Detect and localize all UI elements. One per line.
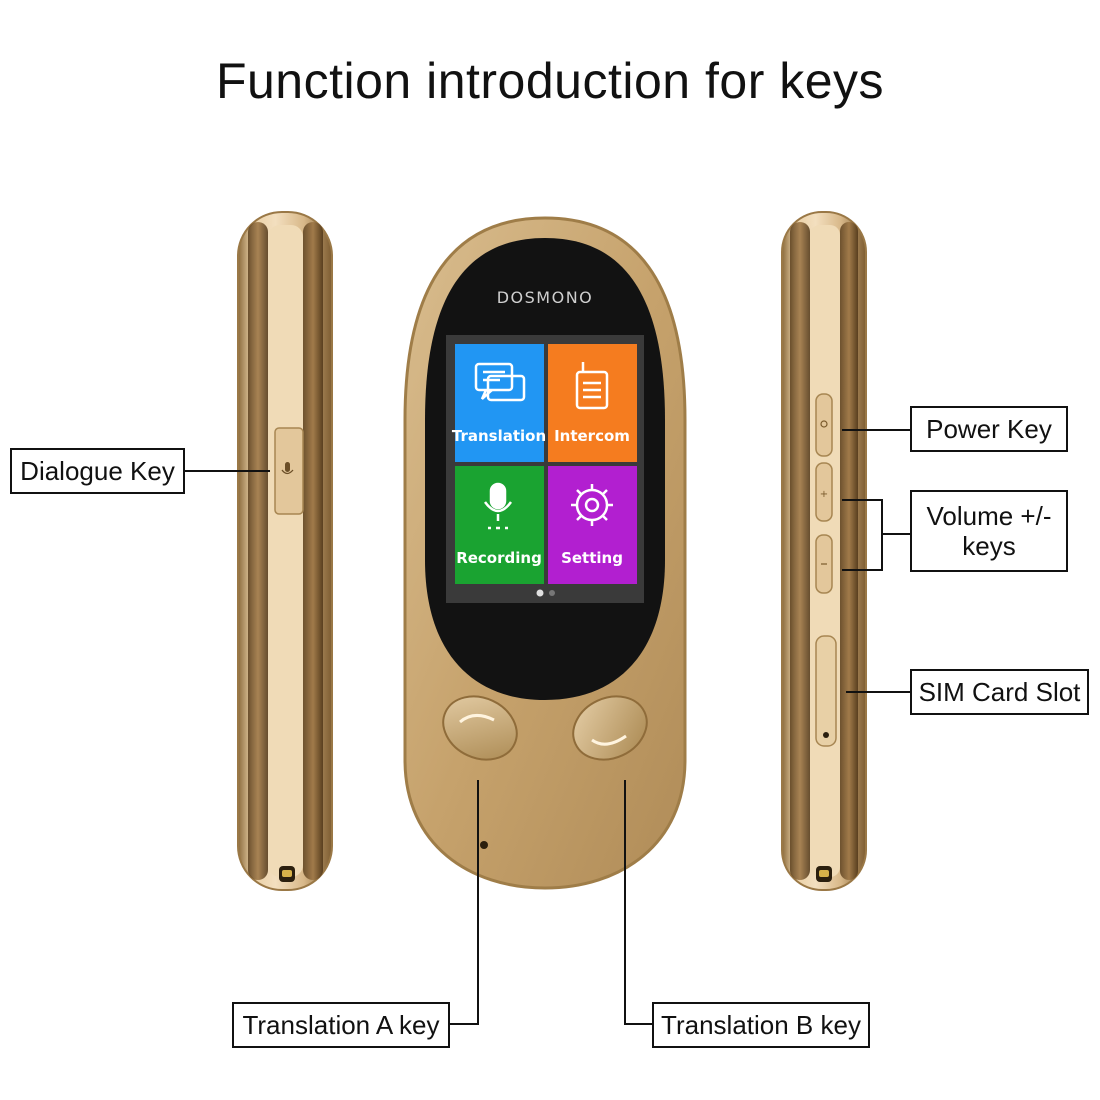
right-side-view: +: [781, 211, 867, 891]
callout-sim-card-slot: SIM Card Slot: [910, 669, 1089, 715]
callout-power-key: Power Key: [910, 406, 1068, 452]
gear-icon: [571, 484, 613, 526]
tile-label: Translation: [452, 427, 546, 445]
translation-b-key[interactable]: [563, 685, 657, 771]
plus-icon: +: [820, 489, 828, 500]
translation-a-key[interactable]: [433, 685, 527, 771]
callout-translation-a-key: Translation A key: [232, 1002, 450, 1048]
power-icon: [820, 420, 828, 428]
front-view: DOSMONO Translation Intercom: [403, 216, 687, 890]
tile-recording[interactable]: Recording: [455, 466, 544, 584]
callout-volume-keys: Volume +/- keys: [910, 490, 1068, 572]
left-side-view: [237, 211, 333, 891]
walkie-talkie-icon: [575, 362, 609, 410]
page-dot: [549, 590, 555, 596]
page-dot-active: [536, 589, 544, 597]
callout-translation-b-key: Translation B key: [652, 1002, 870, 1048]
volume-up-key[interactable]: [815, 462, 833, 522]
tile-setting[interactable]: Setting: [548, 466, 637, 584]
callout-label: Power Key: [926, 414, 1052, 444]
callout-dialogue-key: Dialogue Key: [10, 448, 185, 494]
tile-label: Recording: [456, 549, 542, 567]
callout-label: Translation B key: [661, 1010, 861, 1040]
callout-label: Volume +/- keys: [926, 501, 1052, 561]
power-key[interactable]: [815, 393, 833, 457]
callout-label: SIM Card Slot: [918, 677, 1081, 707]
callout-label: Translation A key: [242, 1010, 440, 1040]
microphone-icon: [483, 482, 513, 530]
callout-label: Dialogue Key: [20, 456, 175, 486]
microphone-icon: [281, 462, 294, 475]
tile-label: Setting: [561, 549, 623, 567]
tile-label: Intercom: [554, 427, 630, 445]
brand-logo: DOSMONO: [497, 288, 594, 307]
chat-bubbles-icon: [474, 362, 526, 402]
leader-lines: [185, 429, 910, 1025]
microphone-hole: [480, 841, 488, 849]
page-title: Function introduction for keys: [215, 53, 885, 109]
sim-eject-hole: [823, 732, 829, 738]
tile-intercom[interactable]: Intercom: [548, 344, 637, 462]
tile-translation[interactable]: Translation: [452, 344, 546, 462]
sim-card-slot[interactable]: [815, 635, 837, 747]
